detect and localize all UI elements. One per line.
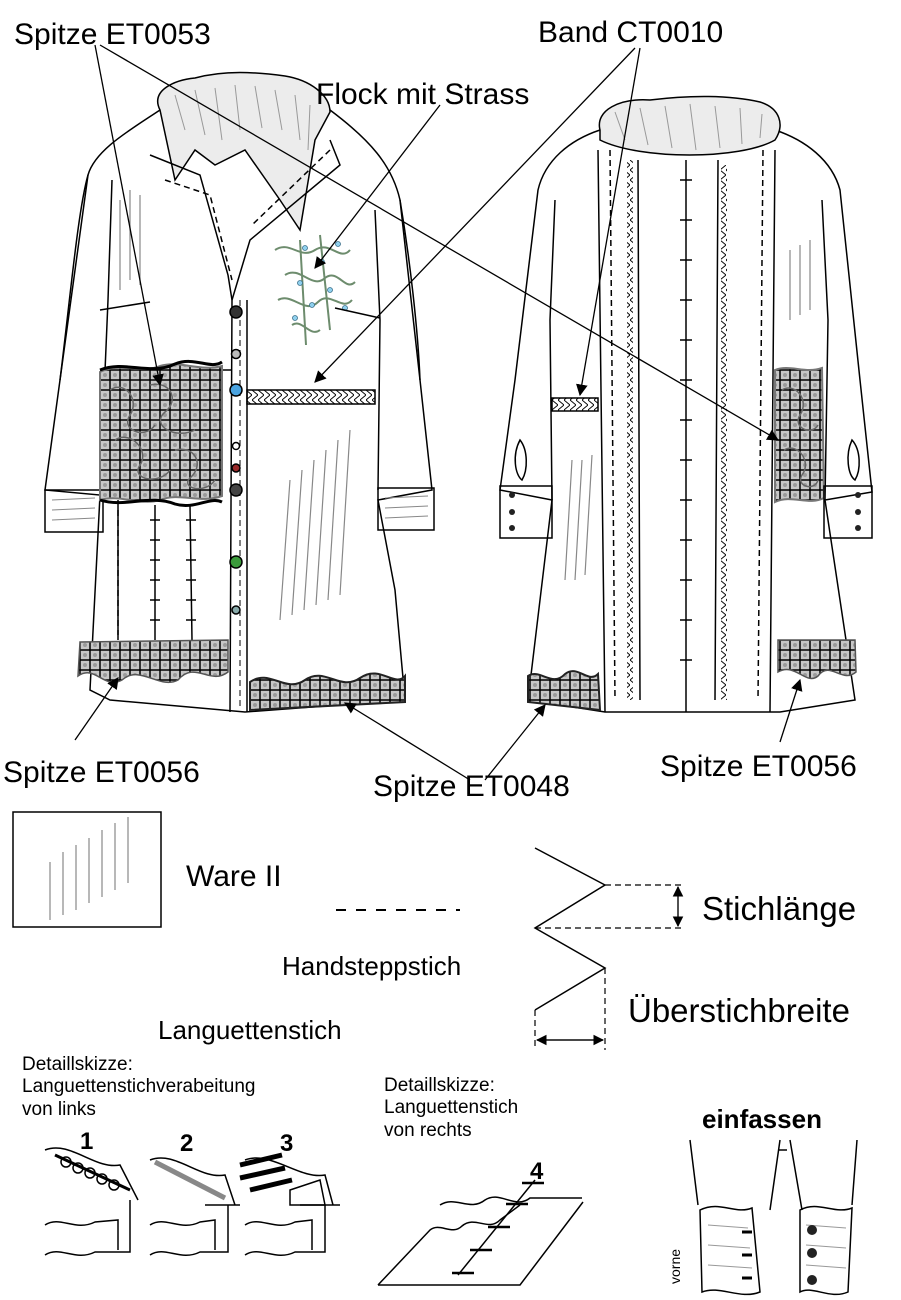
front-collar-ruffle bbox=[157, 71, 331, 232]
arrow-ct0010-front bbox=[314, 47, 636, 383]
legend-ware-ii-swatch bbox=[12, 811, 162, 928]
legend bbox=[12, 811, 685, 1050]
legend-stichlaenge-label: Stichlänge bbox=[702, 890, 857, 927]
back-hem-lace-et0048 bbox=[527, 670, 602, 712]
button-8 bbox=[231, 605, 241, 615]
detail-caption-right: Detaillskizze: Languettenstich von recht… bbox=[384, 1075, 519, 1141]
arrow-flock bbox=[314, 104, 441, 269]
button-2 bbox=[230, 348, 242, 360]
front-lapel-left bbox=[149, 154, 233, 301]
detail-sketch-1 bbox=[44, 1147, 139, 1257]
flock-with-strass bbox=[274, 234, 356, 346]
arrow-et0048-back bbox=[484, 704, 546, 781]
detail-sketches-left bbox=[44, 1147, 340, 1257]
back-right-cuff bbox=[823, 485, 873, 539]
front-band-ct0010 bbox=[246, 389, 376, 405]
label-flock-mit-strass: Flock mit Strass bbox=[316, 78, 530, 111]
front-left-cuff bbox=[44, 489, 104, 533]
arrow-ct0010-back bbox=[576, 47, 641, 397]
legend-languettenstich-label: Languettenstich bbox=[158, 1015, 342, 1045]
legend-ware-ii-label: Ware II bbox=[186, 860, 282, 893]
front-placket bbox=[229, 299, 248, 713]
back-collar-ruffle bbox=[598, 95, 781, 156]
front-hem-lace-et0056 bbox=[77, 639, 229, 683]
button-6 bbox=[229, 483, 243, 497]
label-spitze-et0056-right: Spitze ET0056 bbox=[660, 750, 857, 783]
back-hem-lace-et0056 bbox=[777, 639, 857, 680]
detail-sketch-3 bbox=[239, 1152, 340, 1257]
front-buttons bbox=[229, 305, 243, 615]
einfassen-label: einfassen bbox=[702, 1104, 822, 1134]
arrow-et0048-front bbox=[344, 702, 471, 781]
legend-ware-ii-hatch bbox=[49, 817, 129, 920]
detail-step-2: 2 bbox=[180, 1130, 194, 1157]
legend-ueberstichbreite-label: Überstichbreite bbox=[628, 992, 850, 1029]
front-right-cuff bbox=[377, 487, 435, 531]
detail-step-1: 1 bbox=[80, 1128, 94, 1155]
detail-step-4: 4 bbox=[530, 1158, 544, 1185]
detail-step-3: 3 bbox=[280, 1130, 294, 1157]
detail-sketch-4 bbox=[377, 1179, 584, 1286]
callout-arrows bbox=[74, 44, 803, 781]
legend-handsteppstich-label: Handsteppstich bbox=[282, 951, 462, 981]
legend-languettenstich-zigzag bbox=[533, 847, 607, 1011]
back-left-cuff bbox=[499, 485, 553, 539]
detail-sketch-2 bbox=[149, 1157, 240, 1257]
button-1 bbox=[229, 305, 243, 319]
button-3 bbox=[229, 383, 243, 397]
front-lapel-right bbox=[231, 139, 341, 301]
jacket-front bbox=[44, 71, 435, 713]
arrow-et0053-back bbox=[99, 44, 780, 441]
button-5 bbox=[231, 463, 241, 473]
front-right-sleeve bbox=[374, 199, 421, 491]
label-spitze-et0056-left: Spitze ET0056 bbox=[3, 756, 200, 789]
front-body-outline bbox=[44, 109, 433, 713]
back-band-ct0010 bbox=[551, 397, 599, 412]
button-4 bbox=[231, 441, 241, 451]
front-hem-lace-et0048 bbox=[249, 672, 406, 712]
vorne-label: vorne bbox=[667, 1248, 683, 1284]
back-left-sleeve bbox=[549, 199, 556, 501]
label-spitze-et0053: Spitze ET0053 bbox=[14, 18, 211, 51]
button-7 bbox=[229, 555, 243, 569]
arrow-et0056-back bbox=[779, 678, 803, 743]
jacket-back bbox=[499, 95, 873, 713]
einfassen-sketch bbox=[689, 1139, 858, 1296]
back-right-sleeve bbox=[821, 199, 829, 501]
detail-caption-left: Detaillskizze: Languettenstichverabeitun… bbox=[22, 1054, 256, 1120]
label-band-ct0010: Band CT0010 bbox=[538, 16, 724, 49]
arrow-et0056-front bbox=[74, 677, 119, 741]
back-body-outline bbox=[499, 129, 873, 713]
label-spitze-et0048: Spitze ET0048 bbox=[373, 770, 570, 803]
arrow-et0053-front bbox=[94, 44, 164, 387]
